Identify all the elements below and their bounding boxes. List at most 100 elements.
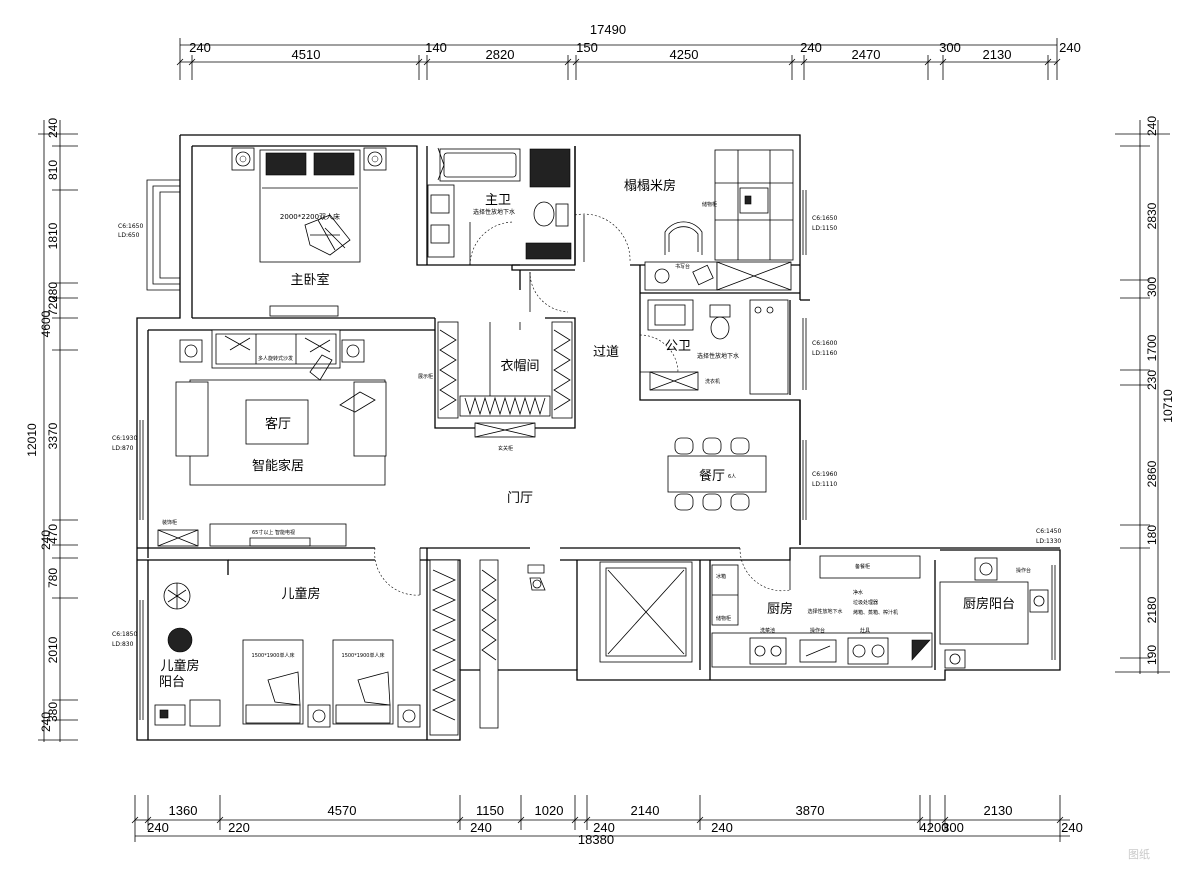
dim-bottom-l7: 300 [942,820,964,835]
room-kids: 儿童房 [281,586,320,602]
tatami-room: 榻榻米房 书写台 储物柜 C6:1650 LD:1150 [624,149,837,291]
dim-bottom-1: 1360 [169,803,198,818]
dim-right-1: 240 [1145,116,1159,136]
dim-bottom-7: 2130 [984,803,1013,818]
living-room: 多人旋转式沙发 客厅 智能家居 装饰柜 65寸以上 智能电视 C6:1930 L… [112,329,387,547]
dim-right-7: 180 [1145,525,1159,545]
pub-drain-note: 选择性放地下水 [697,352,739,360]
dim-bottom-l1: 240 [147,820,169,835]
dim-left-3: 1810 [46,222,60,249]
dim-left-6: 4600 [39,310,53,337]
dim-left-2: 810 [46,160,60,180]
win1-a: C6:1650 [118,223,143,230]
dim-top-10: 2130 [983,47,1012,62]
room-living: 客厅 [265,416,291,432]
master-bath: 主卫 选择性放地下水 [427,147,572,260]
windows [139,190,1056,720]
kitchen-balcony: 厨房阳台 操作台 C6:1450 LD:1330 [939,528,1061,669]
dim-top-5: 150 [576,40,598,55]
room-smart-home: 智能家居 [252,458,304,474]
dim-top-8: 2470 [852,47,881,62]
room-cloakroom: 衣帽间 [500,358,539,374]
win7-b: LD:1330 [1036,538,1061,545]
appliances-note: 烤箱、蒸箱、榨汁机 [853,609,898,616]
dim-top-total: 17490 [590,22,626,37]
left-dimension-chain: 12010 240 810 1810 280 720 4600 3370 470… [25,118,78,742]
win2-b: LD:870 [112,445,134,452]
wall-cab-note: 储物柜 [702,201,717,208]
win4-a: C6:1650 [812,215,837,222]
kids-room: 儿童房 1500*1900单人床 1500*1900单人床 儿童房 阳台 C6:… [112,559,499,736]
dim-bottom-6: 3870 [796,803,825,818]
kitchen: 厨房 选择性放地下水 备餐柜 冰箱 储物柜 洗菜池 操作台 灶具 净水 垃圾处理… [599,555,933,668]
dim-bottom-l6: 4200 [920,820,949,835]
dim-bottom-total: 18380 [578,832,614,847]
win5-a: C6:1600 [812,340,837,347]
room-kitchen-balcony: 厨房阳台 [963,596,1015,612]
dim-top-9: 300 [939,40,961,55]
dim-left-7: 3370 [46,422,60,449]
op-table-note: 操作台 [1016,567,1031,574]
dim-top-11: 240 [1059,40,1081,55]
win1-b: LD:650 [118,232,140,239]
dim-right-9: 190 [1145,645,1159,665]
win6-a: C6:1960 [812,471,837,478]
win5-b: LD:1160 [812,350,837,357]
right-dimension-chain: 10710 240 2830 300 1700 230 2860 180 218… [1115,116,1175,674]
dim-left-12: 380 [46,702,60,722]
dim-right-4: 1700 [1145,334,1159,361]
entry-cab-note: 玄关柜 [498,445,513,452]
kitchen-drain-note: 选择性放地下水 [807,608,842,615]
dim-top-2: 4510 [292,47,321,62]
dim-top-3: 140 [425,40,447,55]
room-kids-balcony-line1: 儿童房 [160,658,199,674]
stove-note: 灶具 [860,627,870,634]
dim-top-6: 4250 [670,47,699,62]
garbage-note: 垃圾处理器 [853,599,878,606]
dim-bottom-l5: 240 [711,820,733,835]
dim-left-10: 780 [46,568,60,588]
win6-b: LD:1110 [812,481,837,488]
dim-bottom-3: 1150 [476,803,504,818]
room-corridor: 过道 [593,345,619,360]
dim-top-1: 240 [189,40,211,55]
kids-bed-2-note: 1500*1900单人床 [342,652,385,659]
tv-note: 65寸以上 智能电视 [252,529,295,536]
dim-right-2: 2830 [1145,202,1159,229]
dim-left-5: 720 [46,296,60,316]
dim-left-13: 240 [39,712,53,732]
room-master-bedroom: 主卧室 [290,272,329,288]
room-kids-balcony-line2: 阳台 [159,675,185,690]
room-kitchen: 厨房 [767,601,793,617]
win3-b: LD:830 [112,641,134,648]
room-tatami: 榻榻米房 [624,178,676,194]
dim-left-8: 470 [46,524,60,544]
dim-bottom-5: 2140 [631,803,660,818]
public-bath: 公卫 选择性放地下水 洗衣机 C6:1600 LD:1160 [647,299,837,395]
room-dining: 餐厅 [699,468,725,484]
room-public-bath: 公卫 [665,339,691,354]
dim-bottom-l4: 240 [593,820,615,835]
dim-bottom-4: 1020 [535,803,564,818]
bed-master-note: 2000*2200双人床 [280,212,340,221]
dim-bottom-l2: 220 [228,820,250,835]
fridge-note: 冰箱 [716,573,726,580]
dim-left-11: 2010 [46,636,60,663]
dim-right-total: 10710 [1161,389,1175,423]
dim-right-6: 2860 [1145,460,1159,487]
dim-left-1: 240 [46,118,60,138]
dim-left-4: 280 [46,282,60,302]
win3-a: C6:1850 [112,631,137,638]
top-dimension-chain: 17490 240 4510 140 2820 150 4250 240 247… [176,22,1081,80]
dim-right-3: 300 [1145,277,1159,297]
dim-bottom-l3: 240 [470,820,492,835]
win7-a: C6:1450 [1036,528,1061,535]
cloakroom: 衣帽间 展示柜 玄关柜 [418,321,573,452]
water-note: 净水 [853,589,863,596]
dim-top-7: 240 [800,40,822,55]
sideboard-note: 备餐柜 [855,563,870,570]
dining-tag: 6人 [728,474,736,480]
room-foyer: 门厅 [507,491,533,506]
bottom-dimension-chain: 1360 4570 1150 1020 2140 3870 2130 240 2… [131,795,1083,847]
